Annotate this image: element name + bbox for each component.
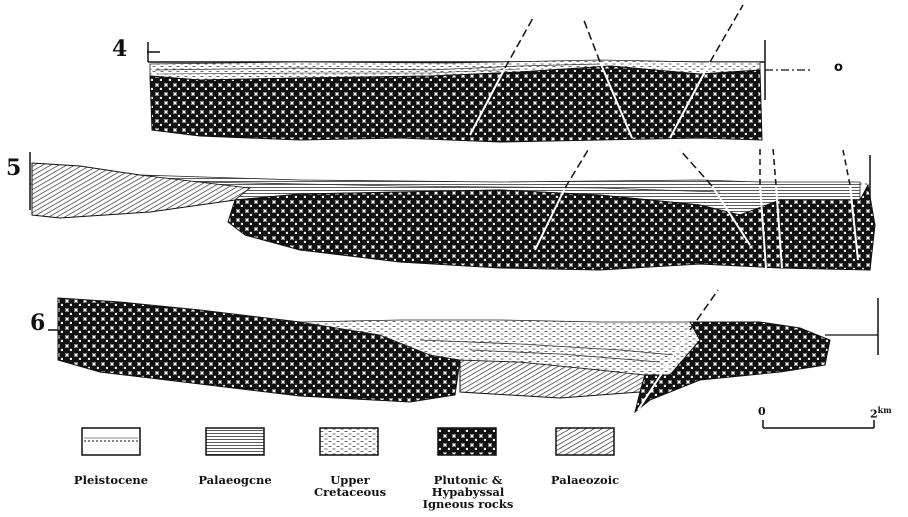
datum-label: o <box>834 60 843 75</box>
legend-label-palaeozoic: Palaeozoic <box>540 474 630 486</box>
scale-bar-end-label: 2km <box>870 405 892 421</box>
legend-swatch-plutonic-igneous <box>438 428 496 455</box>
section-number-6: 6 <box>30 310 45 336</box>
legend-label-pleistocene: Pleistocene <box>66 474 156 486</box>
section-6-igneous-left <box>58 298 460 402</box>
legend-label-plutonic-igneous: Plutonic & Hypabyssal Igneous rocks <box>412 474 524 510</box>
cross-section-5 <box>30 148 875 270</box>
section-number-5: 5 <box>6 155 21 181</box>
legend-swatch-palaeogene <box>206 428 264 455</box>
section-5-palaeozoic-body <box>32 163 250 218</box>
legend-label-palaeogene: Palaeogcne <box>185 474 285 486</box>
section-number-4: 4 <box>112 36 127 62</box>
cross-section-4 <box>147 5 812 142</box>
legend-swatch-upper-cretaceous <box>320 428 378 455</box>
legend-swatch-palaeozoic <box>556 428 614 455</box>
legend <box>82 428 614 455</box>
scale-bar-start-label: 0 <box>758 405 766 418</box>
legend-label-upper-cretaceous: Upper Cretaceous <box>300 474 400 498</box>
scale-bar-end-value: 2 <box>870 408 878 421</box>
cross-section-6 <box>48 290 878 412</box>
scale-bar <box>763 420 874 428</box>
scale-bar-unit: km <box>878 405 892 415</box>
legend-swatch-pleistocene <box>82 428 140 455</box>
